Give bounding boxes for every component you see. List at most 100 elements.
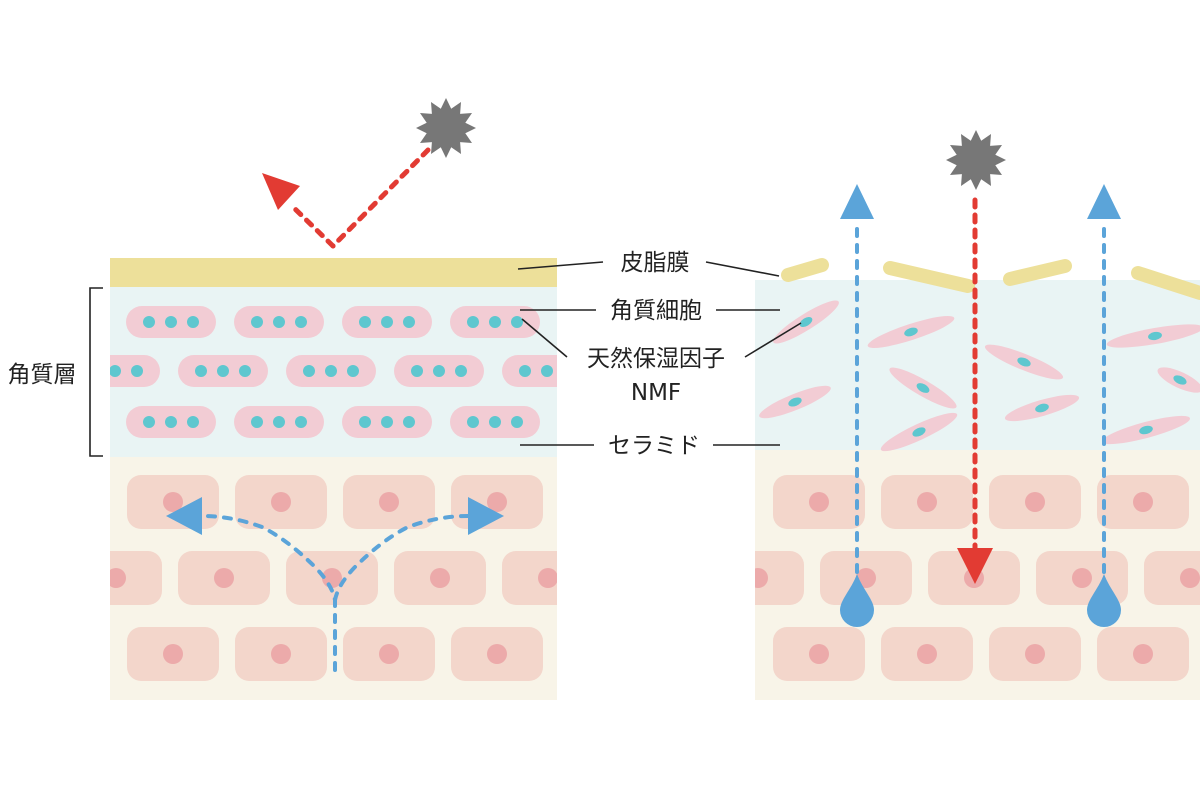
water-loss-arrow-head — [840, 184, 874, 219]
cell-nucleus — [271, 492, 291, 512]
cell-nucleus — [809, 492, 829, 512]
nmf-dot — [403, 316, 415, 328]
nmf-dot — [489, 416, 501, 428]
cell-nucleus — [110, 568, 126, 588]
reflected-arrow-head — [262, 173, 300, 210]
cell-nucleus — [809, 644, 829, 664]
cell-nucleus — [487, 492, 507, 512]
cell-nucleus — [1133, 492, 1153, 512]
nmf-dot — [1139, 425, 1153, 435]
lower-cells — [755, 475, 1200, 681]
nmf-dot — [575, 316, 587, 328]
skin-cell — [110, 551, 162, 605]
nmf-dot — [467, 316, 479, 328]
nmf-dot — [217, 365, 229, 377]
cell-nucleus — [917, 492, 937, 512]
nmf-dot — [110, 365, 121, 377]
nmf-dot — [597, 416, 609, 428]
nmf-dot — [403, 416, 415, 428]
nmf-dot — [511, 416, 523, 428]
nmf-dot — [251, 316, 263, 328]
cell-nucleus — [917, 644, 937, 664]
cell-nucleus — [214, 568, 234, 588]
label-ceramide: セラミド — [608, 433, 700, 459]
nmf-dot — [411, 365, 423, 377]
nmf-dot — [1017, 357, 1031, 367]
leader-lines — [89, 261, 802, 457]
nmf-dot — [187, 316, 199, 328]
nmf-dot — [381, 316, 393, 328]
skin-cell — [502, 551, 557, 605]
skin-cell — [1144, 551, 1200, 605]
nmf-dot — [541, 365, 553, 377]
skin-cell — [610, 551, 702, 605]
cell-nucleus — [1072, 568, 1092, 588]
healthy-skin-panel — [87, 258, 759, 700]
nmf-dot — [303, 365, 315, 377]
skin-cell — [559, 627, 651, 681]
water-arrow-head-left — [166, 497, 202, 535]
cell-nucleus — [646, 568, 666, 588]
nmf-dot — [912, 427, 926, 437]
nmf-dot — [1035, 403, 1049, 413]
nmf-dot — [87, 365, 99, 377]
corneocyte-rows — [87, 306, 631, 438]
nmf-dot — [273, 316, 285, 328]
nmf-dot — [195, 365, 207, 377]
nmf-dot — [143, 316, 155, 328]
nmf-dot — [295, 316, 307, 328]
cell-nucleus — [379, 492, 399, 512]
water-retention-arrows — [200, 514, 470, 672]
nmf-dot — [467, 416, 479, 428]
nmf-dot — [575, 416, 587, 428]
label-corneocyte: 角質細胞 — [610, 298, 702, 324]
cell-nucleus — [271, 644, 291, 664]
broken-sebum-membrane — [781, 258, 1200, 300]
cell-nucleus — [430, 568, 450, 588]
nmf-dot — [239, 365, 251, 377]
label-nmf-en: NMF — [631, 380, 681, 406]
nmf-dot — [165, 416, 177, 428]
nmf-dot — [1148, 331, 1162, 341]
cell-nucleus — [1025, 492, 1045, 512]
nmf-dot — [359, 316, 371, 328]
cell-nucleus — [1025, 644, 1045, 664]
lower-cells — [110, 475, 759, 681]
nmf-dot — [619, 416, 631, 428]
cell-nucleus — [322, 568, 342, 588]
nmf-dot — [433, 365, 445, 377]
penetration-arrow-head — [957, 548, 993, 584]
irritant-reflection-arrow — [289, 147, 431, 249]
skin-cell — [559, 475, 651, 529]
label-stratum-corneum: 角質層 — [8, 362, 77, 388]
nmf-dot — [904, 327, 918, 337]
nmf-dot — [347, 365, 359, 377]
nmf-dot — [165, 316, 177, 328]
water-arrow-head-right — [468, 497, 504, 535]
irritant-burst-icon — [416, 98, 476, 158]
damaged-skin-panel — [755, 280, 1200, 700]
water-drop-icon — [840, 574, 874, 627]
nmf-dot — [519, 365, 531, 377]
nmf-dot — [788, 397, 802, 407]
nmf-dot — [1173, 375, 1187, 385]
water-loss-arrows — [855, 220, 1106, 574]
nmf-dot — [273, 416, 285, 428]
nmf-dot — [131, 365, 143, 377]
nmf-dot — [359, 416, 371, 428]
label-sebum-membrane: 皮脂膜 — [621, 250, 690, 276]
water-drop-icon — [1087, 574, 1121, 627]
irritant-burst-icon — [946, 130, 1006, 190]
cell-nucleus — [163, 644, 183, 664]
cell-nucleus — [538, 568, 557, 588]
nmf-dot — [187, 416, 199, 428]
nmf-dot — [511, 316, 523, 328]
nmf-dot — [295, 416, 307, 428]
cell-nucleus — [755, 568, 768, 588]
nmf-dot — [251, 416, 263, 428]
cell-nucleus — [703, 644, 723, 664]
cell-nucleus — [703, 492, 723, 512]
cell-nucleus — [1180, 568, 1200, 588]
cell-nucleus — [163, 492, 183, 512]
skin-cell — [667, 475, 759, 529]
